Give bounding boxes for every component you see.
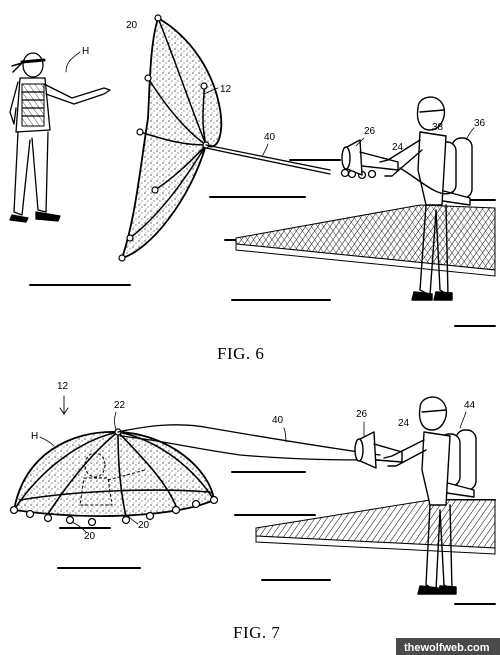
label-38: 38 xyxy=(432,122,444,133)
ramp-fig7 xyxy=(255,499,496,555)
labels-fig7: 12 22 H 20 20 40 26 24 44 xyxy=(31,381,476,542)
label-26-fig7: 26 xyxy=(356,409,368,420)
label-12-fig7: 12 xyxy=(57,381,69,392)
label-44: 44 xyxy=(464,400,476,411)
watermark-text: thewolfweb.com xyxy=(404,642,490,654)
label-h-fig7: H xyxy=(31,431,38,442)
figure-6: H 20 12 40 26 24 38 36 FIG. 6 xyxy=(9,14,496,363)
label-20-right: 20 xyxy=(138,520,150,531)
caption-fig7: FIG. 7 xyxy=(233,623,280,642)
label-24: 24 xyxy=(392,142,404,153)
label-24-fig7: 24 xyxy=(398,418,410,429)
label-22: 22 xyxy=(114,400,126,411)
label-40: 40 xyxy=(264,132,276,143)
label-12: 12 xyxy=(220,84,232,95)
figure-7: 12 22 H 20 20 40 26 24 44 FIG. 7 xyxy=(9,381,496,642)
label-40-fig7: 40 xyxy=(272,415,284,426)
label-20-left: 20 xyxy=(84,531,96,542)
tether-line-fig7 xyxy=(117,424,381,461)
label-20: 20 xyxy=(126,20,138,31)
watermark: thewolfweb.com xyxy=(396,638,500,655)
operator-fig6 xyxy=(341,96,473,301)
dome-shield-fig7 xyxy=(9,428,219,527)
person-h-fig6 xyxy=(9,52,111,223)
labels-fig6: H 20 12 40 26 24 38 36 xyxy=(65,20,486,158)
operator-fig7 xyxy=(354,396,477,595)
shield-canopy-fig6 xyxy=(118,14,223,262)
tether-line-fig6 xyxy=(205,144,377,180)
label-26: 26 xyxy=(364,126,376,137)
caption-fig6: FIG. 6 xyxy=(217,344,264,363)
ramp-fig6 xyxy=(235,204,496,277)
label-36: 36 xyxy=(474,118,486,129)
label-h: H xyxy=(82,46,89,57)
